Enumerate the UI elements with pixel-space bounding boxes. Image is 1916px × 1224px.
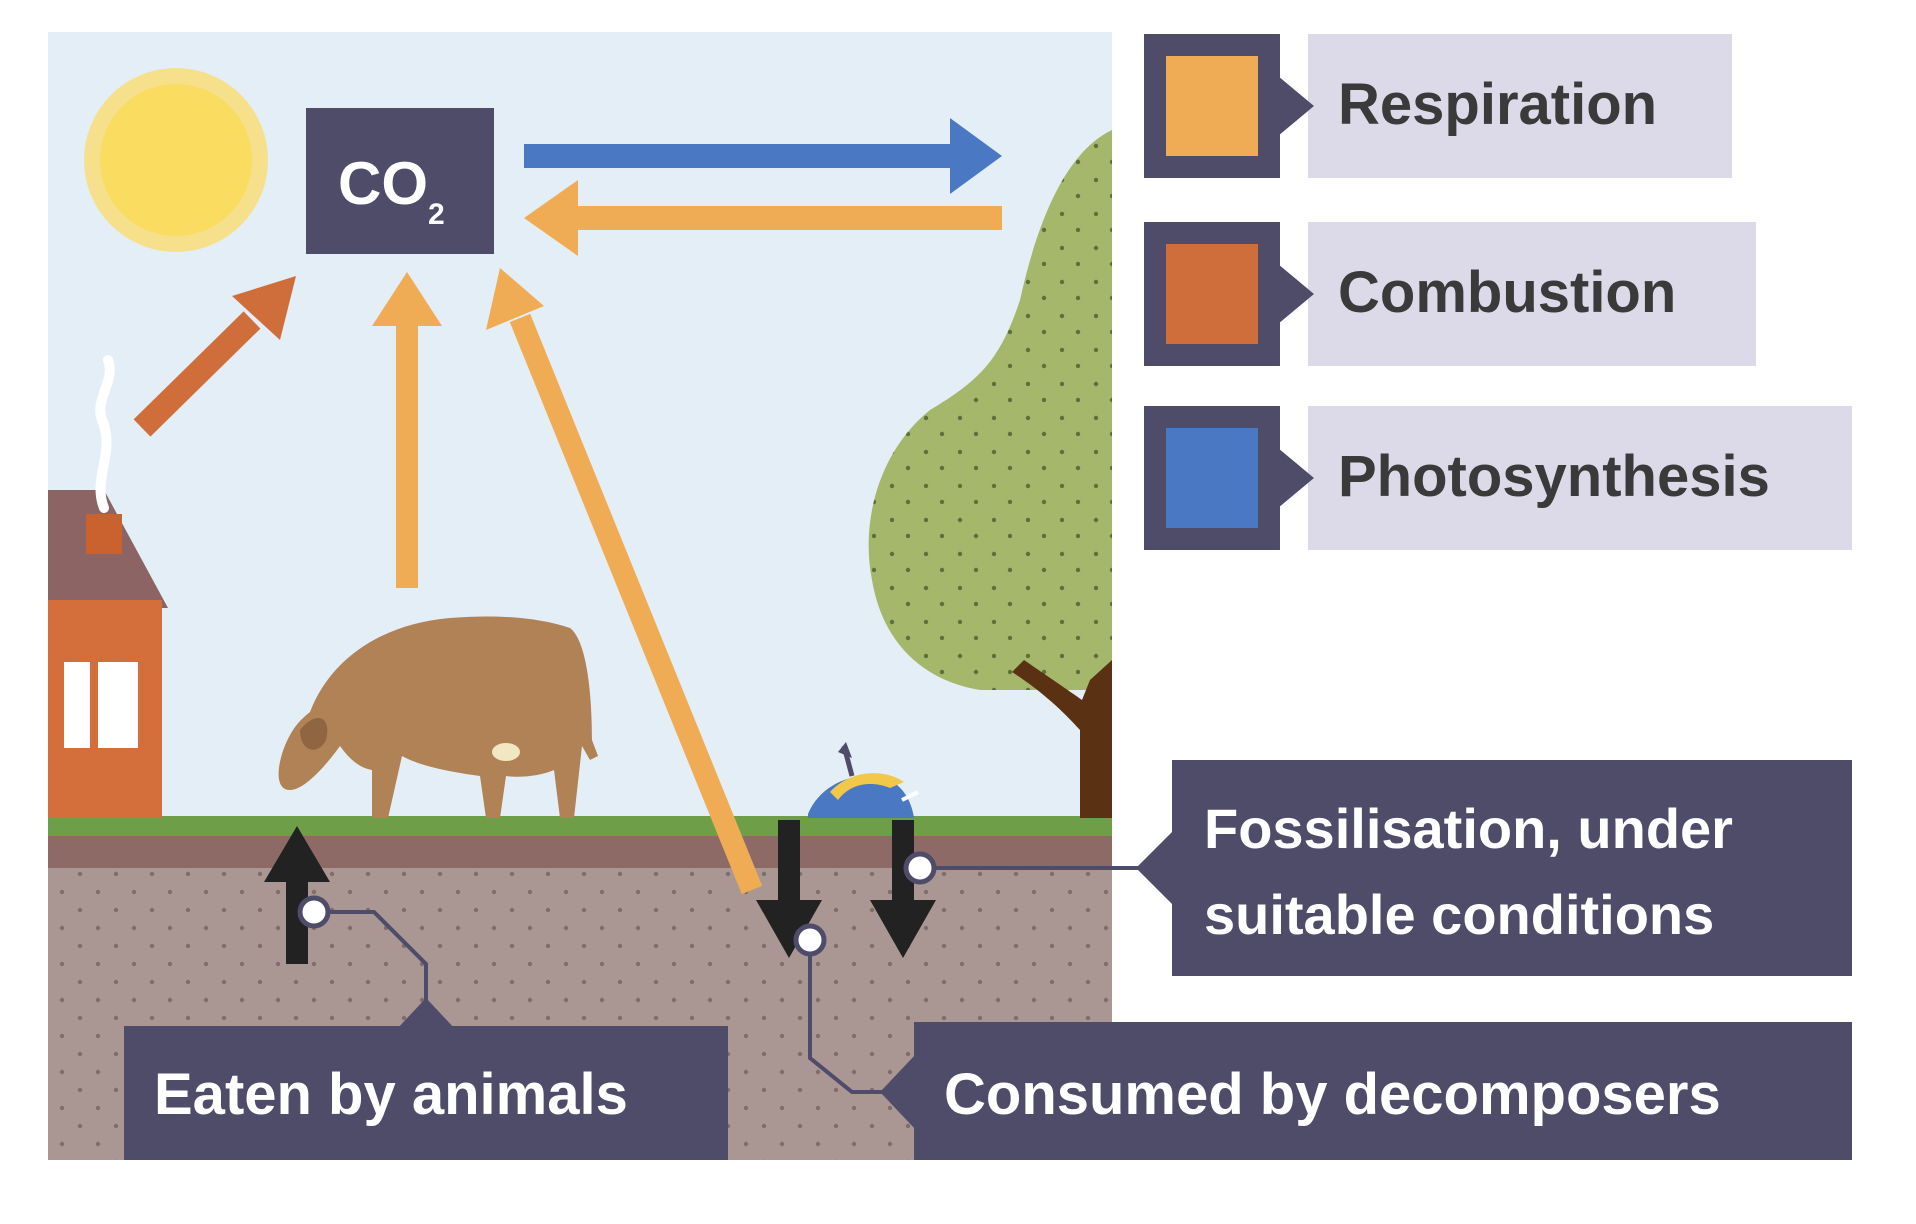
fossilisation-pointer-dot [903, 851, 937, 885]
eaten-label: Eaten by animals [154, 1062, 628, 1127]
legend-item-combustion: Combustion [1144, 222, 1756, 366]
down-arrow-decomposers [756, 820, 822, 958]
topsoil [48, 836, 1112, 868]
decomposers-callout: Consumed by decomposers [793, 923, 1852, 1160]
legend: Respiration Combustion Photosynthesis [1144, 34, 1852, 550]
dead-animal-icon [808, 742, 919, 818]
fossilisation-callout: Fossilisation, under suitable conditions [903, 760, 1852, 976]
photosynthesis-arrow [524, 118, 1002, 194]
legend-label-respiration: Respiration [1338, 72, 1657, 137]
respiration-swatch [1166, 56, 1258, 156]
legend-label-photosynthesis: Photosynthesis [1338, 444, 1770, 509]
co2-box: CO2 [306, 108, 494, 254]
sun-icon [84, 68, 268, 252]
decomposers-label: Consumed by decomposers [944, 1062, 1721, 1127]
tree-icon [868, 130, 1112, 818]
down-arrow-fossilisation [870, 820, 936, 958]
fossilisation-label-line2: suitable conditions [1204, 883, 1714, 946]
respiration-arrow-animals [372, 272, 442, 588]
legend-item-respiration: Respiration [1144, 34, 1732, 178]
combustion-arrow [133, 276, 296, 437]
photosynthesis-swatch [1166, 428, 1258, 528]
up-arrow-eaten [264, 826, 330, 964]
grass [48, 816, 1112, 836]
cow-icon [278, 616, 598, 818]
legend-label-combustion: Combustion [1338, 260, 1676, 325]
scene: CO2 [48, 32, 1112, 1160]
fossilisation-label-line1: Fossilisation, under [1204, 797, 1733, 860]
eaten-pointer-dot [297, 895, 331, 929]
co2-label: CO2 [338, 150, 445, 231]
decomposers-pointer-dot [793, 923, 827, 957]
respiration-arrow-decomposers [486, 268, 763, 895]
respiration-arrow-plants [524, 180, 1002, 256]
legend-item-photosynthesis: Photosynthesis [1144, 406, 1852, 550]
eaten-callout: Eaten by animals [124, 895, 728, 1160]
house-icon [48, 355, 168, 818]
combustion-swatch [1166, 244, 1258, 344]
